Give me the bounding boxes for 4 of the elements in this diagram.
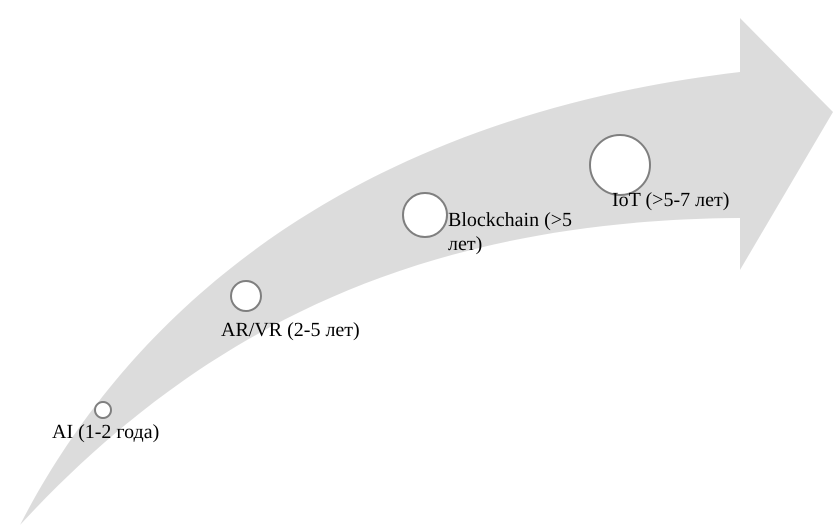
- stage-label: AI (1-2 года): [52, 420, 160, 444]
- stage-label: AR/VR (2-5 лет): [221, 318, 361, 342]
- stage-label: Blockchain (>5 лет): [448, 208, 574, 256]
- stage-label: IoT (>5-7 лет): [612, 188, 730, 212]
